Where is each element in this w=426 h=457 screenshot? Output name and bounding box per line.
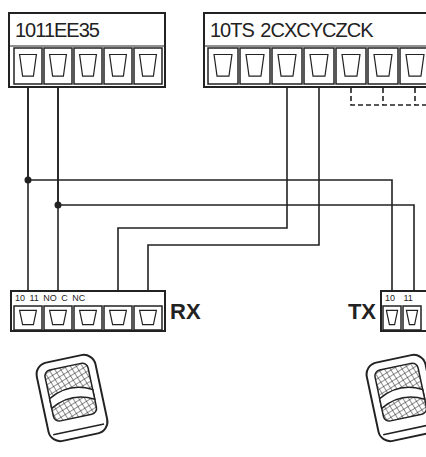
- terminal-block: 10TS 2CXCYCZCK: [203, 12, 426, 88]
- bridge-dashed: [351, 88, 426, 105]
- terminal-block: 1011EE35: [8, 12, 166, 88]
- pin-labels: 10 11 NO C NC: [12, 292, 164, 305]
- receiver-terminal: 10 11 NO C NCRX: [10, 290, 166, 332]
- junction-dot: [25, 177, 32, 184]
- terminal-labels: 1011EE35: [10, 14, 164, 47]
- junction-dot: [55, 202, 62, 209]
- tx-photocell: [364, 353, 426, 444]
- device-label: TX: [348, 300, 376, 324]
- transmitter-terminal: 10 11TX: [380, 290, 426, 332]
- wire: [118, 88, 287, 290]
- rx-photocell: [34, 353, 109, 444]
- device-label: RX: [170, 300, 201, 324]
- wire: [148, 88, 319, 290]
- wire: [28, 88, 392, 290]
- wire: [58, 88, 414, 290]
- terminal-labels: 10TS 2CXCYCZCK: [205, 14, 426, 47]
- pin-labels: 10 11: [382, 292, 426, 305]
